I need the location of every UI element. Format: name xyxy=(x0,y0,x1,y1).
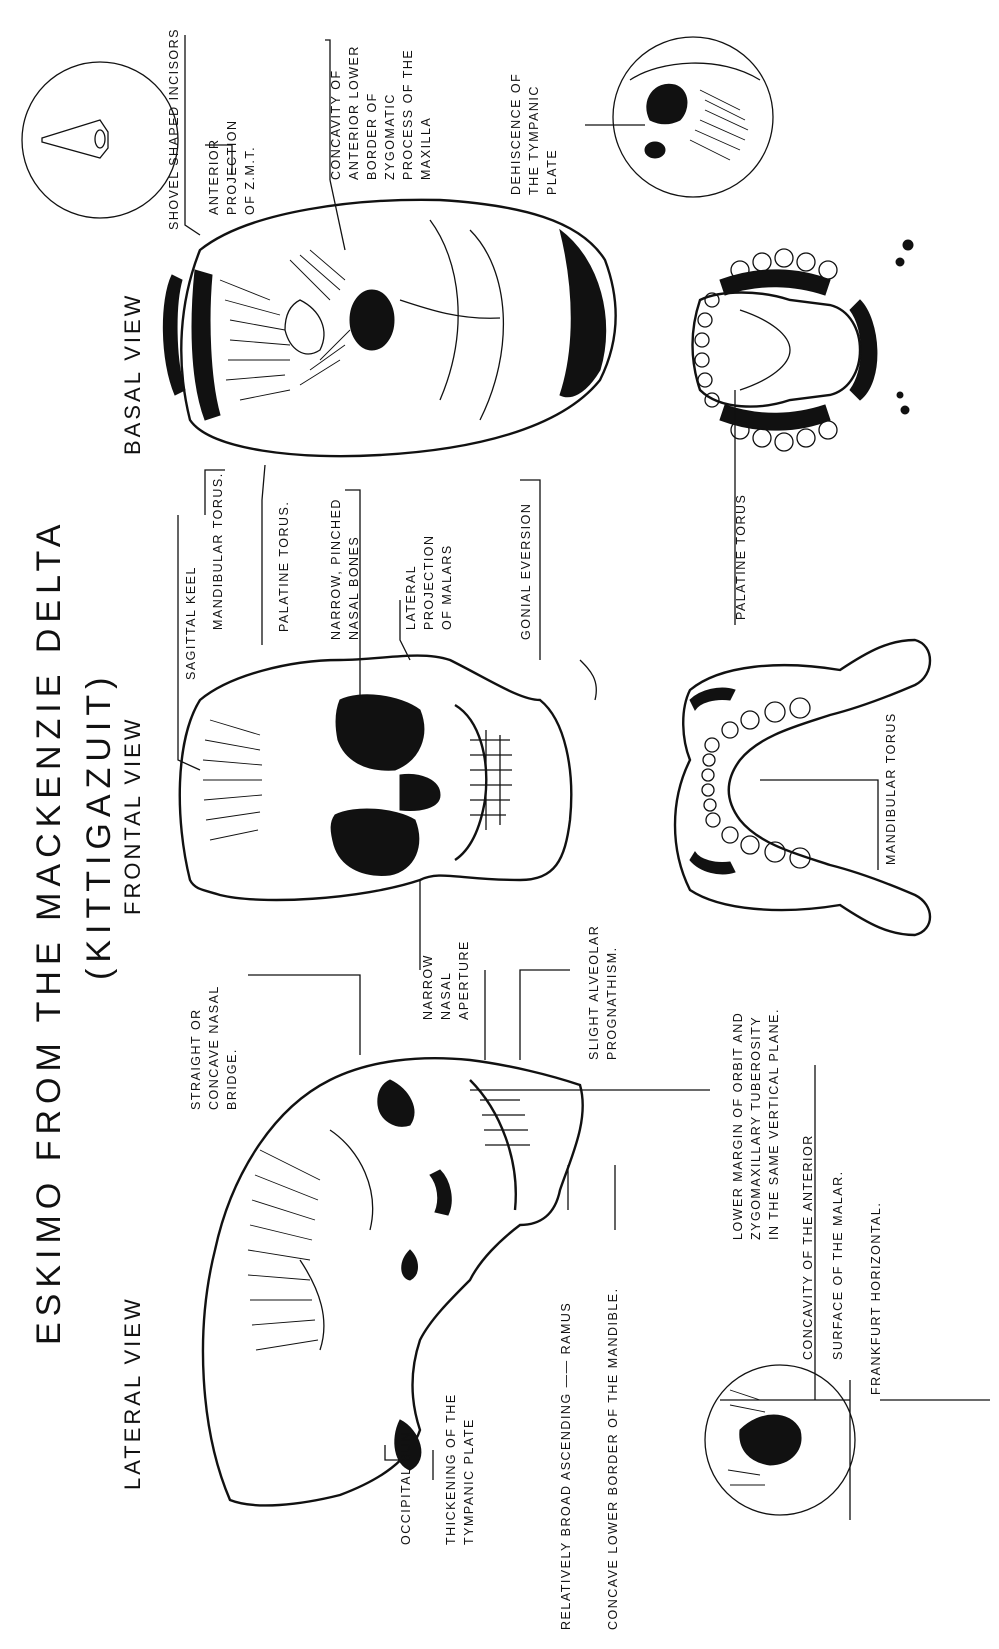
svg-text:PROJECTION: PROJECTION xyxy=(422,534,436,630)
compass-pointer-inset xyxy=(22,62,178,218)
label-concave-lower-border: CONCAVE LOWER BORDER OF THE MANDIBLE. xyxy=(606,1287,620,1630)
svg-text:THICKENING OF THE: THICKENING OF THE xyxy=(444,1393,458,1545)
skull-basal-illustration xyxy=(163,200,615,456)
svg-text:DEHISCENCE OF: DEHISCENCE OF xyxy=(509,73,523,195)
palate-illustration xyxy=(693,240,914,451)
svg-text:PROGNATHISM.: PROGNATHISM. xyxy=(605,946,619,1060)
label-broad-ramus: RELATIVELY BROAD ASCENDING —— RAMUS xyxy=(559,1302,573,1630)
svg-text:NARROW, PINCHED: NARROW, PINCHED xyxy=(329,498,343,640)
label-lateral-malars: LATERAL PROJECTION OF MALARS xyxy=(404,534,454,630)
label-narrow-nasal-aperture: NARROW NASAL APERTURE xyxy=(421,940,471,1020)
svg-text:MAXILLA: MAXILLA xyxy=(419,117,433,180)
svg-text:CONCAVITY OF: CONCAVITY OF xyxy=(329,69,343,180)
label-dehiscence: DEHISCENCE OF THE TYMPANIC PLATE xyxy=(509,73,559,195)
label-anterior-zmt: ANTERIOR PROJECTION OF Z.M.T. xyxy=(207,119,257,215)
svg-text:CONCAVITY OF THE ANTERIOR: CONCAVITY OF THE ANTERIOR xyxy=(801,1134,815,1360)
svg-text:TYMPANIC PLATE: TYMPANIC PLATE xyxy=(462,1418,476,1545)
svg-text:ANTERIOR LOWER: ANTERIOR LOWER xyxy=(347,45,361,180)
lateral-view-title: LATERAL VIEW xyxy=(120,1296,145,1490)
svg-text:STRAIGHT OR: STRAIGHT OR xyxy=(189,1008,203,1110)
svg-text:ANTERIOR: ANTERIOR xyxy=(207,138,221,215)
label-palatine-torus-basal: PALATINE TORUS. xyxy=(277,501,291,632)
label-concavity-maxilla: CONCAVITY OF ANTERIOR LOWER BORDER OF ZY… xyxy=(329,45,433,180)
svg-text:IN THE SAME VERTICAL PLANE.: IN THE SAME VERTICAL PLANE. xyxy=(767,1008,781,1240)
plate-subtitle: (KITTIGAZUIT) xyxy=(80,672,118,980)
svg-text:ZYGOMATIC: ZYGOMATIC xyxy=(383,93,397,180)
malar-detail-inset xyxy=(705,1365,855,1520)
svg-text:LOWER MARGIN OF ORBIT AND: LOWER MARGIN OF ORBIT AND xyxy=(731,1012,745,1240)
svg-text:THE TYMPANIC: THE TYMPANIC xyxy=(527,85,541,195)
svg-text:SLIGHT ALVEOLAR: SLIGHT ALVEOLAR xyxy=(587,925,601,1060)
svg-text:APERTURE: APERTURE xyxy=(457,940,471,1020)
label-gonial-eversion: GONIAL EVERSION xyxy=(519,503,533,640)
label-concavity-malar: CONCAVITY OF THE ANTERIOR SURFACE OF THE… xyxy=(801,1134,845,1360)
svg-text:NASAL: NASAL xyxy=(439,972,453,1021)
label-alveolar-prognathism: SLIGHT ALVEOLAR PROGNATHISM. xyxy=(587,925,619,1060)
label-mandibular-torus-basal: MANDIBULAR TORUS. xyxy=(211,472,225,630)
svg-text:OF Z.M.T.: OF Z.M.T. xyxy=(243,146,257,215)
skull-frontal-illustration xyxy=(180,656,597,900)
tympanic-detail-inset xyxy=(613,37,773,197)
svg-text:CONCAVE NASAL: CONCAVE NASAL xyxy=(207,985,221,1110)
svg-text:ZYGOMAXILLARY TUBEROSITY: ZYGOMAXILLARY TUBEROSITY xyxy=(749,1016,763,1240)
basal-view-title: BASAL VIEW xyxy=(120,293,145,455)
label-occipital-bun: OCCIPITAL BUN xyxy=(399,1431,413,1545)
svg-text:PROJECTION: PROJECTION xyxy=(225,119,239,215)
frontal-view-title: FRONTAL VIEW xyxy=(120,716,145,915)
svg-text:LATERAL: LATERAL xyxy=(404,565,418,630)
svg-text:BORDER OF: BORDER OF xyxy=(365,92,379,180)
svg-text:OF MALARS: OF MALARS xyxy=(440,544,454,630)
label-frankfurt-horizontal: FRANKFURT HORIZONTAL. xyxy=(869,1202,883,1395)
label-shovel-incisors: SHOVEL SHAPED INCISORS xyxy=(167,28,181,230)
label-straight-nasal-bridge: STRAIGHT OR CONCAVE NASAL BRIDGE. xyxy=(189,985,239,1110)
svg-text:PROCESS OF THE: PROCESS OF THE xyxy=(401,49,415,180)
svg-text:NARROW: NARROW xyxy=(421,954,435,1020)
label-sagittal-keel: SAGITTAL KEEL xyxy=(184,566,198,680)
label-palatine-torus: PALATINE TORUS xyxy=(734,494,748,620)
svg-text:BRIDGE.: BRIDGE. xyxy=(225,1048,239,1110)
label-lower-margin-orbit: LOWER MARGIN OF ORBIT AND ZYGOMAXILLARY … xyxy=(731,1008,781,1240)
svg-text:NASAL BONES: NASAL BONES xyxy=(347,536,361,640)
label-narrow-nasal-bones: NARROW, PINCHED NASAL BONES xyxy=(329,498,361,640)
label-tympanic-thickening: THICKENING OF THE TYMPANIC PLATE xyxy=(444,1393,476,1545)
skull-lateral-illustration xyxy=(203,1058,583,1505)
plate-title: ESKIMO FROM THE MACKENZIE DELTA xyxy=(30,519,68,1345)
svg-text:SURFACE OF THE MALAR.: SURFACE OF THE MALAR. xyxy=(831,1170,845,1360)
label-mandibular-torus: MANDIBULAR TORUS xyxy=(884,712,898,865)
svg-text:PLATE: PLATE xyxy=(545,149,559,195)
